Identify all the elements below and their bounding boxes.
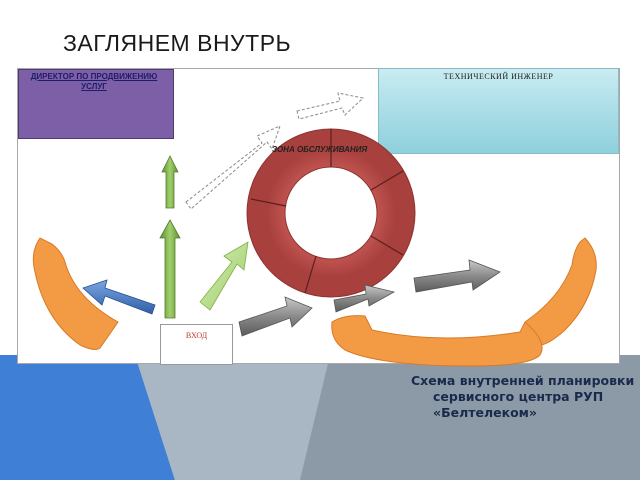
entrance-label: ВХОД <box>185 331 208 340</box>
entrance-box <box>160 324 233 365</box>
service-zone-label: ЗОНА ОБСЛУЖИВАНИЯ <box>272 145 368 154</box>
left-counter <box>32 237 119 350</box>
slide-title: ЗАГЛЯНЕМ ВНУТРЬ <box>63 30 292 56</box>
bottom-counter <box>331 315 543 367</box>
grey-arrow-3 <box>413 259 501 293</box>
engineer-office <box>378 68 619 154</box>
dashed-arrow-right <box>296 92 365 120</box>
right-counter <box>524 237 597 346</box>
light-green-arrow <box>199 241 249 311</box>
director-office <box>18 69 174 139</box>
caption-line-2: сервисного центра РУП <box>433 389 604 404</box>
caption-line-1: Схема внутренней планировки <box>411 373 635 388</box>
service-zone-ring <box>246 128 416 298</box>
diagram-caption: Схема внутренней планировки сервисного ц… <box>411 373 636 421</box>
grey-arrow-1 <box>238 296 313 337</box>
bg-light-shape <box>135 355 330 480</box>
bg-blue-shape <box>0 355 175 480</box>
green-arrow-upper <box>161 155 179 209</box>
engineer-label: ТЕХНИЧЕСКИЙ ИНЖЕНЕР <box>443 72 554 81</box>
director-label: ДИРЕКТОР ПО ПРОДВИЖЕНИЮ УСЛУГ <box>30 72 158 91</box>
blue-arrow <box>82 279 156 315</box>
caption-line-3: «Белтелеком» <box>433 405 537 420</box>
dashed-arrow-left <box>185 125 281 210</box>
grey-arrow-2 <box>333 284 396 313</box>
green-arrow-lower <box>159 219 181 319</box>
